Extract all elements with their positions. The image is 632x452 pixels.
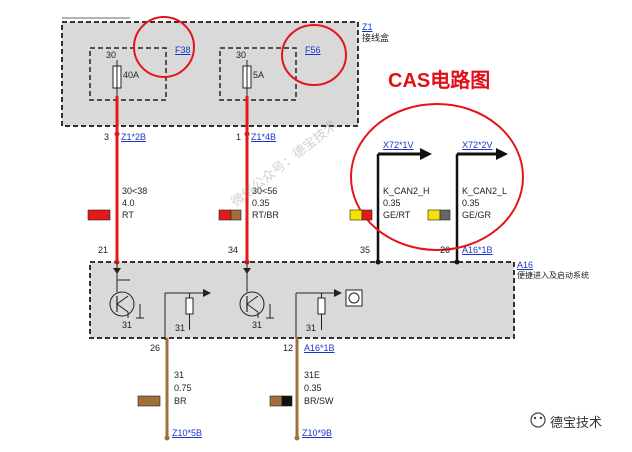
wire3-bottom-pin: 35: [360, 245, 371, 255]
wire1-top-pin: 3: [104, 132, 110, 142]
resistor-2: [317, 297, 326, 315]
wechat-logo-icon: [530, 412, 546, 428]
wire2-top-pin: 1: [236, 132, 242, 142]
a16-ground-4: 31: [306, 323, 317, 333]
fuse-f38-pin: 30: [106, 50, 117, 60]
wire6-top-conn: A16*1B: [304, 343, 335, 353]
wire1-color: RT: [122, 210, 134, 220]
arrow-x72-1v: [420, 148, 432, 160]
module-symbol-icon: [345, 289, 363, 307]
z1-junction-box: [61, 21, 359, 127]
swatch-rt: [87, 209, 111, 221]
swatch-br: [137, 395, 161, 407]
wire2-top-conn: Z1*4B: [251, 132, 277, 142]
wire4-color: GE/GR: [462, 210, 492, 220]
transistor-2: [239, 291, 265, 317]
wire6-gauge: 0.35: [304, 383, 322, 393]
a16-ground-3: 31: [252, 320, 263, 330]
diagram-title: CAS电路图: [388, 70, 491, 92]
highlight-circle-f38: [133, 16, 195, 78]
fuse-f56-rating: 5A: [253, 70, 265, 80]
wire1-circuit: 30<38: [122, 186, 148, 196]
wire3-circuit: K_CAN2_H: [383, 186, 430, 196]
wire5-color: BR: [174, 396, 187, 406]
wire1-top-conn: Z1*2B: [121, 132, 147, 142]
wire6-bottom-conn: Z10*9B: [302, 428, 333, 438]
watermark-text: 德宝技术: [550, 415, 603, 430]
z1-name: 接线盒: [362, 33, 390, 43]
wire3-top-conn: X72*1V: [383, 140, 414, 150]
wire4-gauge: 0.35: [462, 198, 480, 208]
swatch-rt-br: [218, 209, 232, 221]
a16-ground-1: 31: [122, 320, 133, 330]
a16-ground-2: 31: [175, 323, 186, 333]
wire4-bottom-conn: A16*1B: [462, 245, 493, 255]
wire5-bottom-conn: Z10*5B: [172, 428, 203, 438]
wire6-color: BR/SW: [304, 396, 334, 406]
a16-id: A16: [517, 260, 534, 270]
wire3-color: GE/RT: [383, 210, 411, 220]
wire3-gauge: 0.35: [383, 198, 401, 208]
wire2-gauge: 0.35: [252, 198, 270, 208]
wire2-circuit: 30<56: [252, 186, 278, 196]
z1-id: Z1: [362, 22, 373, 32]
a16-module-box: [89, 261, 515, 339]
wire4-bottom-pin: 26: [440, 245, 451, 255]
highlight-oval-can: [350, 103, 524, 251]
fuse-f56-pin: 30: [236, 50, 247, 60]
arrow-x72-2v: [496, 148, 508, 160]
fuse-f56-id: F56: [305, 45, 321, 55]
fuse-f38-id: F38: [175, 45, 191, 55]
wire1-bottom-pin: 21: [98, 245, 109, 255]
wire6-top-pin: 12: [283, 343, 294, 353]
resistor-1: [185, 297, 194, 315]
transistor-1: [109, 291, 135, 317]
wire4-circuit: K_CAN2_L: [462, 186, 508, 196]
swatch-br-sw: [269, 395, 283, 407]
wire2-color: RT/BR: [252, 210, 279, 220]
wire5-top-pin: 26: [150, 343, 161, 353]
wire5-gauge: 0.75: [174, 383, 192, 393]
swatch-ge-rt: [349, 209, 363, 221]
swatch-ge-gr: [427, 209, 441, 221]
a16-name: 便捷进入及启动系统: [517, 271, 589, 280]
highlight-circle-f56: [281, 24, 347, 86]
wire4-top-conn: X72*2V: [462, 140, 493, 150]
wire1-gauge: 4.0: [122, 198, 135, 208]
wire2-bottom-pin: 34: [228, 245, 239, 255]
fuse-f38-rating: 40A: [123, 70, 140, 80]
wire6-circuit: 31E: [304, 370, 321, 380]
wire5-circuit: 31: [174, 370, 185, 380]
